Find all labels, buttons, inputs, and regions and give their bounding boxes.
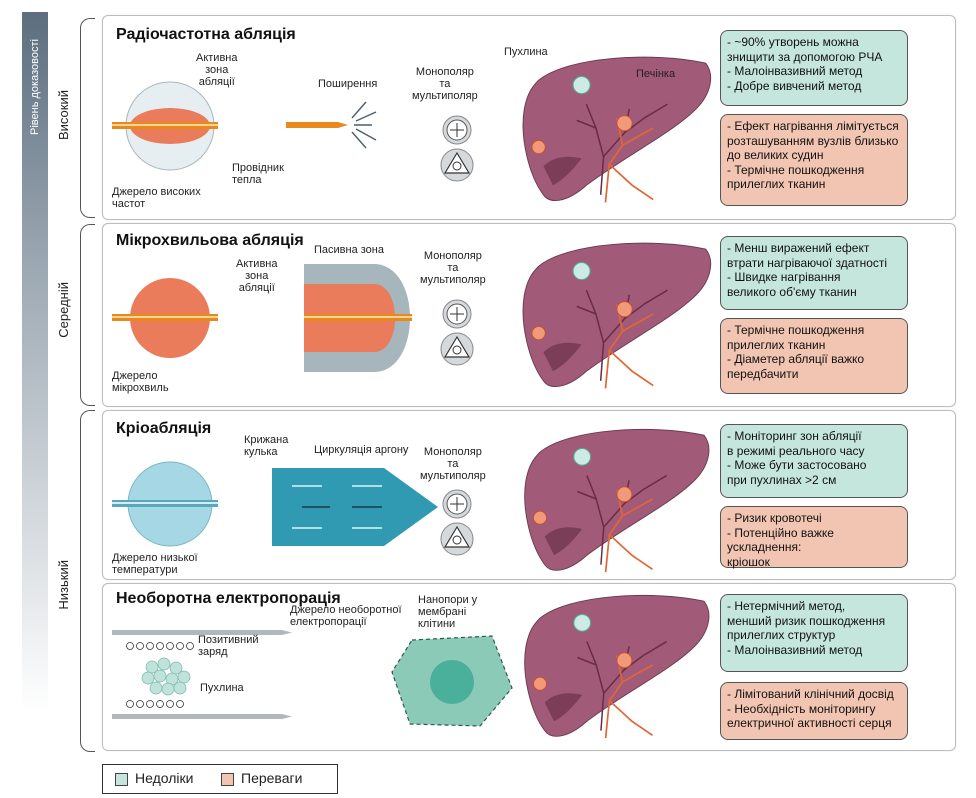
legend-label-disadvantages: Недоліки xyxy=(135,770,194,786)
label-mono-bipolar: Монополяр та мультиполяр xyxy=(412,66,478,102)
label-active-zone: Активна зона абляції xyxy=(236,258,278,294)
label-nanopores: Нанопори у мембрані клітини xyxy=(418,594,478,630)
probe-icons xyxy=(432,486,482,558)
level-high: Високий xyxy=(56,90,71,141)
label-tumor: Пухлина xyxy=(504,46,548,58)
bracket-high xyxy=(80,18,95,218)
microwave-zones xyxy=(304,264,412,372)
legend-swatch-advantages xyxy=(221,773,234,786)
microwave-advantages: - Термічне пошкодження прилеглих тканин-… xyxy=(720,318,908,394)
cryo-advantages: - Ризик кровотечі- Потенційно важке ускл… xyxy=(720,506,908,569)
cryo-disadvantages: - Моніторинг зон абляції в режимі реальн… xyxy=(720,424,908,498)
bracket-low xyxy=(80,410,95,752)
label-spread: Поширення xyxy=(318,78,378,90)
bracket-medium xyxy=(80,224,95,406)
rfa-advantages: - Ефект нагрівання лімітується розташува… xyxy=(720,114,908,206)
label-ice-ball: Крижана кулька xyxy=(244,434,289,458)
label-mono-bipolar: Монополяр та мультиполяр xyxy=(420,250,486,286)
evidence-gradient-bar xyxy=(22,12,48,712)
ire-disadvantages: - Нетермічний метод, менший ризик пошкод… xyxy=(720,594,908,672)
argon-probe xyxy=(272,468,438,546)
label-ire-source: Джерело необоротної електропорації xyxy=(290,604,402,628)
liver-illustration xyxy=(510,590,720,740)
label-liver: Печінка xyxy=(636,68,676,80)
probe-icons xyxy=(432,112,482,184)
microwave-ablation-sphere xyxy=(112,278,218,358)
panel-title: Необоротна електропорація xyxy=(116,590,341,607)
ire-cell xyxy=(391,635,513,727)
legend-swatch-disadvantages xyxy=(115,773,128,786)
ire-advantages: - Лімітований клінічний досвід- Необхідн… xyxy=(720,682,908,740)
label-mono-bipolar: Монополяр та мультиполяр xyxy=(420,446,486,482)
legend-label-advantages: Переваги xyxy=(241,770,303,786)
level-medium: Середній xyxy=(56,282,71,338)
legend: Недоліки Переваги xyxy=(102,764,338,794)
label-rf-source: Джерело високих частот xyxy=(112,186,201,210)
label-argon-circulation: Циркуляція аргону xyxy=(314,444,409,456)
label-heat-conductor: Провідник тепла xyxy=(232,162,284,186)
liver-illustration xyxy=(510,234,720,394)
panel-title: Кріоабляція xyxy=(116,420,212,437)
level-low: Низький xyxy=(56,560,71,610)
ire-electrodes xyxy=(112,630,292,719)
rfa-disadvantages: - ~90% утворень можна знищити за допомог… xyxy=(720,30,908,106)
label-positive-charge: Позитивний заряд xyxy=(198,634,259,658)
rfa-ablation-sphere xyxy=(112,81,218,171)
liver-illustration xyxy=(510,48,720,208)
probe-icons xyxy=(432,296,482,368)
label-cold-source: Джерело низької температури xyxy=(112,552,198,576)
panel-title: Радіочастотна абляція xyxy=(116,26,296,43)
panel-title: Мікрохвильова абляція xyxy=(116,232,304,249)
evidence-axis-title: Рівень доказовості xyxy=(29,39,41,135)
label-active-zone: Активна зона абляції xyxy=(196,52,238,88)
liver-illustration xyxy=(510,424,720,574)
label-tumor: Пухлина xyxy=(200,682,244,694)
cryo-ice-ball xyxy=(112,461,218,547)
label-microwave-source: Джерело мікрохвиль xyxy=(112,370,169,394)
spread-arrows-icon xyxy=(286,101,377,149)
label-passive-zone: Пасивна зона xyxy=(314,244,384,256)
microwave-disadvantages: - Менш виражений ефект втрати нагріваючо… xyxy=(720,236,908,310)
